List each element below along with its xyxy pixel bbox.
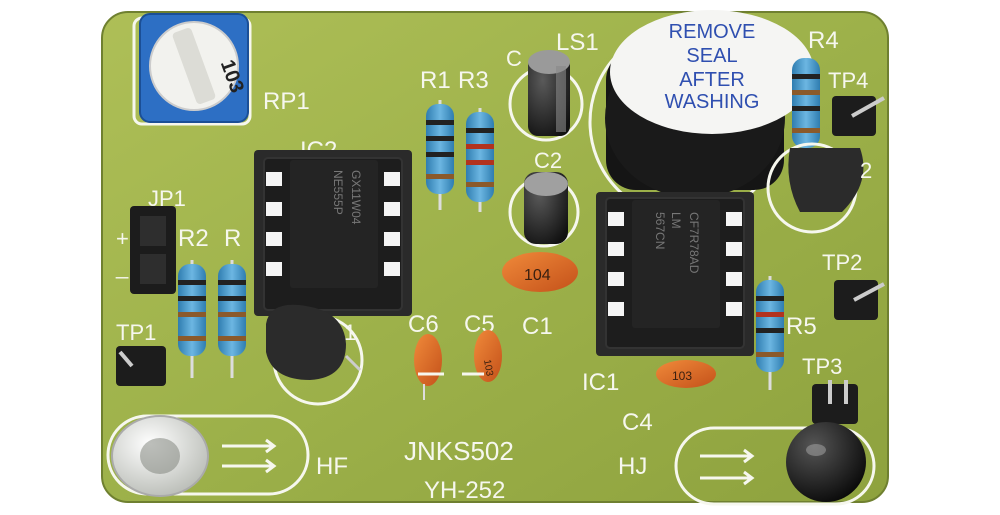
ic2-marking-1: GX11W04	[349, 170, 363, 225]
seal-line-4: WASHING	[665, 91, 760, 113]
c4-code: 103	[672, 369, 692, 383]
transistor-q2	[766, 142, 864, 234]
label-q2: 2	[860, 158, 872, 183]
label-r4: R4	[808, 27, 839, 54]
label-ic1: IC1	[582, 369, 619, 396]
resistor-r5	[756, 276, 784, 390]
ceramic-capacitor-c1: 104	[502, 252, 578, 292]
label-minus: _	[115, 254, 129, 279]
label-tp2: TP2	[822, 250, 862, 275]
label-c6: C6	[408, 311, 439, 338]
buzzer-ls1: REMOVE SEAL AFTER WASHING	[588, 10, 814, 220]
resistor-r3	[466, 108, 494, 212]
label-hj: HJ	[618, 453, 647, 480]
ic1-chip: CF7R78AD LM 567CN	[596, 192, 754, 356]
resistor-r1	[426, 100, 454, 210]
jumper-jp1	[130, 206, 176, 294]
seal-line-2: SEAL	[686, 45, 737, 67]
label-c4: C4	[622, 409, 653, 436]
c1-code: 104	[524, 267, 551, 284]
ceramic-capacitor-c4: 103	[656, 360, 716, 388]
label-c2: C2	[534, 148, 562, 173]
ic1-marking-2: LM	[669, 212, 683, 229]
arrow-icon	[222, 438, 277, 474]
label-ls1: LS1	[556, 29, 599, 56]
label-tp1: TP1	[116, 320, 156, 345]
resistor-r2	[178, 260, 206, 378]
potentiometer-rp1: 103	[132, 13, 252, 126]
board-model: JNKS502	[404, 436, 514, 466]
label-tp4: TP4	[828, 68, 868, 93]
electrolytic-capacitor-top	[508, 50, 584, 142]
resistor-r4	[792, 58, 820, 148]
label-r2: R2	[178, 225, 209, 252]
ic1-marking-3: 567CN	[653, 212, 667, 249]
test-point-tp1	[116, 346, 166, 386]
label-c1: C1	[522, 313, 553, 340]
ic1-marking-1: CF7R78AD	[687, 212, 701, 274]
test-point-tp2	[834, 280, 885, 320]
label-c-top: C	[506, 46, 522, 71]
test-point-tp3	[812, 380, 858, 424]
label-q1: 1	[344, 320, 356, 345]
test-point-tp4	[832, 96, 885, 136]
led-hf	[106, 414, 310, 497]
label-hf: HF	[316, 453, 348, 480]
arrow-icon	[700, 448, 755, 486]
label-r-partial: R	[224, 225, 241, 252]
board-code: YH-252	[424, 477, 505, 504]
resistor-r-second	[218, 260, 246, 378]
ceramic-capacitor-c5: 103	[474, 330, 502, 382]
ic2-marking-2: NE555P	[331, 170, 345, 215]
label-plus: +	[116, 226, 129, 251]
transistor-q1	[266, 304, 364, 406]
c5-code: 103	[481, 359, 495, 378]
ir-receiver-hj	[674, 422, 876, 506]
label-r1: R1	[420, 67, 451, 94]
label-r3: R3	[458, 67, 489, 94]
seal-line-1: REMOVE	[669, 21, 756, 43]
label-rp1: RP1	[263, 88, 310, 115]
label-tp3: TP3	[802, 354, 842, 379]
seal-line-3: AFTER	[679, 69, 745, 91]
label-r5: R5	[786, 313, 817, 340]
electrolytic-capacitor-c2	[508, 172, 580, 248]
ic2-chip: GX11W04 NE555P	[254, 150, 412, 316]
